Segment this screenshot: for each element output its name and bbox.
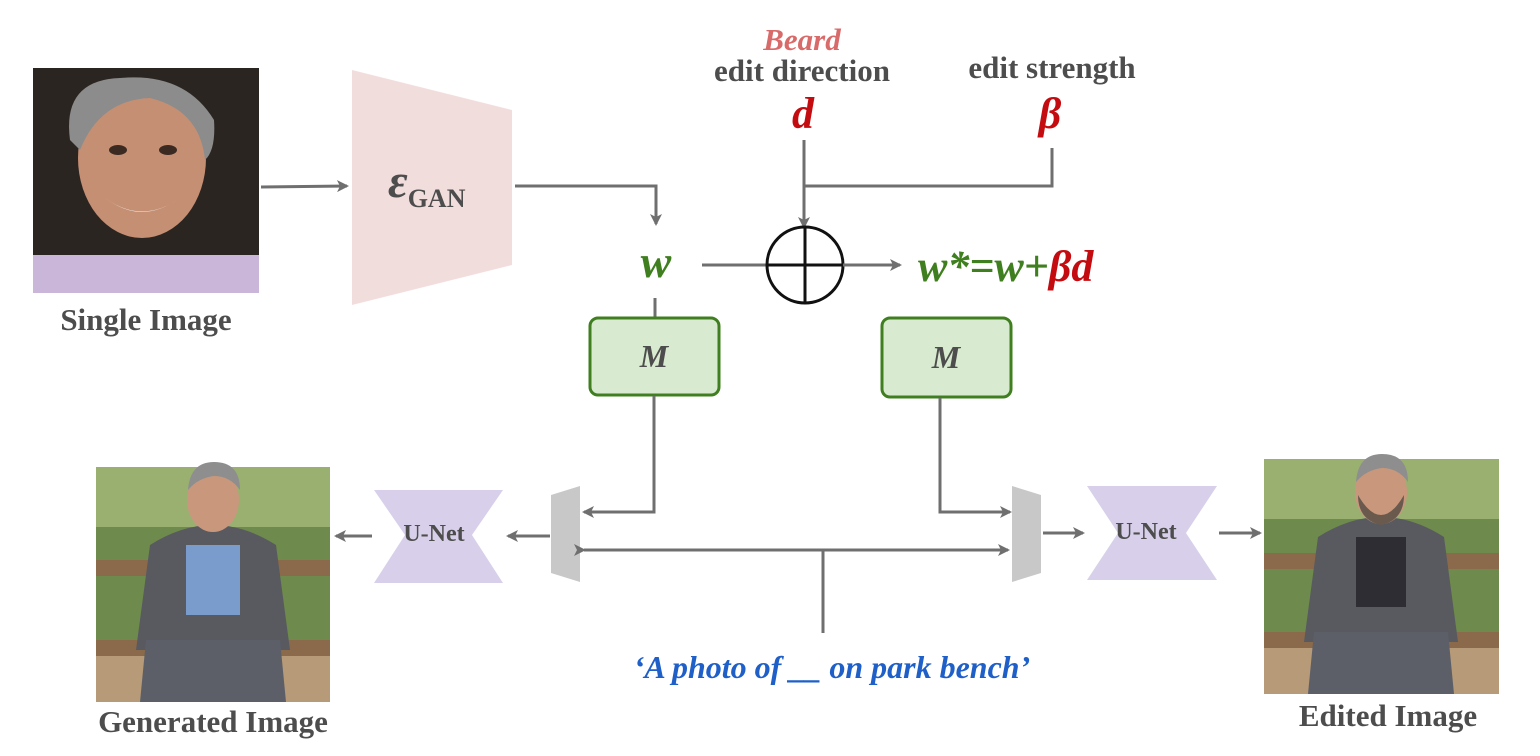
- direction-symbol: d: [792, 89, 815, 138]
- unet-left: [374, 490, 503, 583]
- single-image: [33, 68, 259, 293]
- mapper-block-left: [588, 316, 721, 397]
- arrow-mapper-to-left-adapter: [582, 396, 656, 518]
- gan-encoder-block: [352, 70, 512, 305]
- adapter-right: [1012, 486, 1041, 582]
- unet-right: [1087, 486, 1217, 580]
- encoder-label: εGAN: [388, 155, 466, 213]
- generated-image-caption: Generated Image: [98, 704, 328, 739]
- unet-left-label: U-Net: [403, 521, 464, 547]
- mapper-left-label: M: [639, 338, 670, 374]
- edited-image: [1264, 454, 1499, 694]
- mapper-right-label: M: [931, 339, 962, 375]
- edit-strength-label: edit strength: [968, 50, 1135, 85]
- mapper-block-right: [880, 316, 1013, 399]
- adapter-left: [551, 486, 580, 582]
- generated-image: [96, 462, 330, 702]
- text-prompt: ‘A photo of __ on park bench’: [634, 649, 1030, 685]
- edit-attribute-label: Beard: [762, 22, 841, 57]
- latent-w: w: [641, 236, 672, 287]
- arrow-mapper-to-right-adapter: [938, 398, 1012, 518]
- single-image-caption: Single Image: [60, 302, 231, 337]
- edit-direction-label: edit direction: [714, 53, 890, 88]
- unet-right-label: U-Net: [1115, 519, 1176, 545]
- add-operator-icon: [765, 225, 845, 305]
- arrow-image-to-encoder: [260, 180, 349, 193]
- edited-image-caption: Edited Image: [1299, 698, 1477, 733]
- strength-symbol: β: [1037, 89, 1062, 138]
- arrow-encoder-to-w: [515, 184, 662, 226]
- arrow-edit-to-adder: [798, 148, 1054, 229]
- edited-latent-equation: w*=w+βd: [918, 242, 1094, 291]
